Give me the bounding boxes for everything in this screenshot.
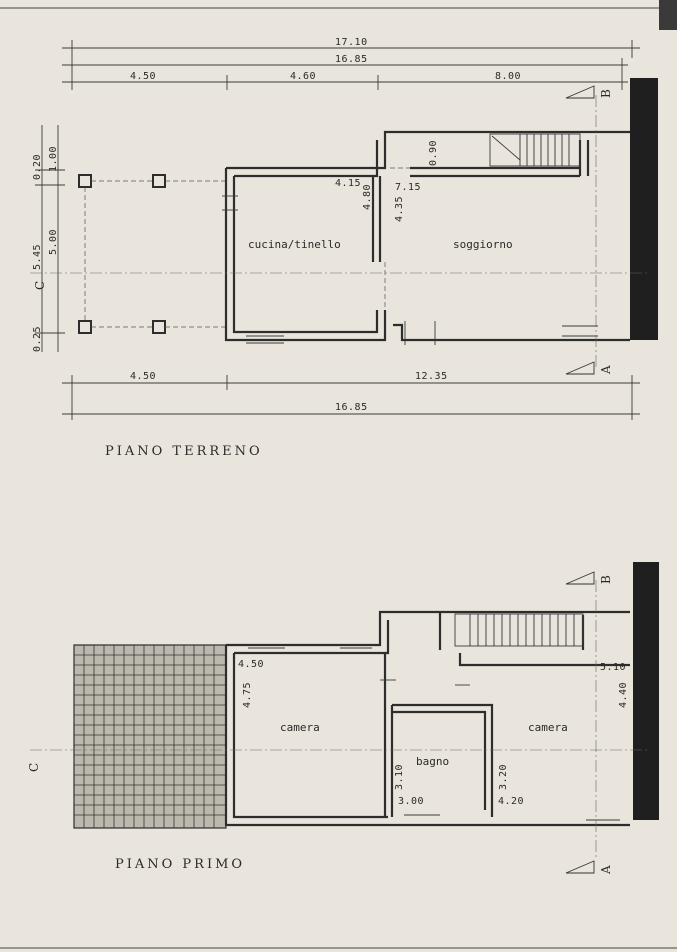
dim-8-00: 8.00 [495, 71, 521, 82]
ground-stairs [489, 133, 581, 167]
dim-1-00: 1.00 [48, 146, 59, 172]
ground-party-wall [630, 78, 658, 340]
ground-floor-plan: 17.10 16.85 4.50 4.60 8.00 0.20 1.00 5.4… [30, 37, 658, 459]
dim-3-10: 3.10 [394, 764, 405, 790]
section-marker-c-ground: C [33, 281, 47, 290]
dim-4-80: 4.80 [362, 184, 373, 210]
room-bagno: bagno [416, 755, 449, 768]
dim-0-25: 0.25 [32, 326, 43, 352]
dim-4-60: 4.60 [290, 71, 316, 82]
section-marker-a-first: A [599, 865, 613, 875]
room-camera-left: camera [280, 721, 320, 734]
section-marker-b-first: B [599, 575, 613, 584]
section-marker-a-ground: A [599, 365, 613, 375]
dim-16-85-bottom: 16.85 [335, 402, 368, 413]
dim-0-20: 0.20 [32, 154, 43, 180]
first-walls [224, 610, 630, 827]
ground-dims-top: 17.10 16.85 4.50 4.60 8.00 [62, 37, 640, 90]
dim-3-20: 3.20 [498, 764, 509, 790]
ground-floor-title: PIANO TERRENO [105, 444, 263, 459]
section-marker-b-ground: B [599, 89, 613, 98]
dim-5-45: 5.45 [32, 244, 43, 270]
first-floor-title: PIANO PRIMO [115, 857, 245, 872]
room-camera-right: camera [528, 721, 568, 734]
dim-4-50-top: 4.50 [130, 71, 156, 82]
dim-17-10: 17.10 [335, 37, 368, 48]
dim-5-00: 5.00 [48, 229, 59, 255]
ground-dims-left: 0.20 1.00 5.45 5.00 0.25 [32, 125, 65, 352]
dim-7-15: 7.15 [395, 182, 421, 193]
first-party-wall [633, 562, 659, 820]
section-marker-c-first: C [27, 763, 41, 772]
dim-4-35: 4.35 [394, 196, 405, 222]
dim-0-90: 0.90 [428, 140, 439, 166]
dim-4-50-first: 4.50 [238, 659, 264, 670]
dim-4-20: 4.20 [498, 796, 524, 807]
dim-3-00: 3.00 [398, 796, 424, 807]
dim-12-35: 12.35 [415, 371, 448, 382]
first-stairs [454, 613, 584, 647]
dim-4-40: 4.40 [618, 682, 629, 708]
dim-4-50-bottom: 4.50 [130, 371, 156, 382]
ground-dims-bottom: 4.50 12.35 16.85 [62, 371, 640, 420]
ground-walls [222, 130, 630, 345]
first-terrace [73, 644, 227, 829]
dim-5-10: 5.10 [600, 662, 626, 673]
room-soggiorno: soggiorno [453, 238, 513, 251]
dim-16-85-top: 16.85 [335, 54, 368, 65]
room-cucina-tinello: cucina/tinello [248, 238, 341, 251]
first-floor-plan: camera bagno camera 4.50 4.75 3.10 3.00 … [27, 562, 659, 875]
portico [78, 174, 226, 334]
dim-4-75: 4.75 [242, 682, 253, 708]
dim-4-15: 4.15 [335, 178, 361, 189]
corner-mark [659, 0, 677, 30]
